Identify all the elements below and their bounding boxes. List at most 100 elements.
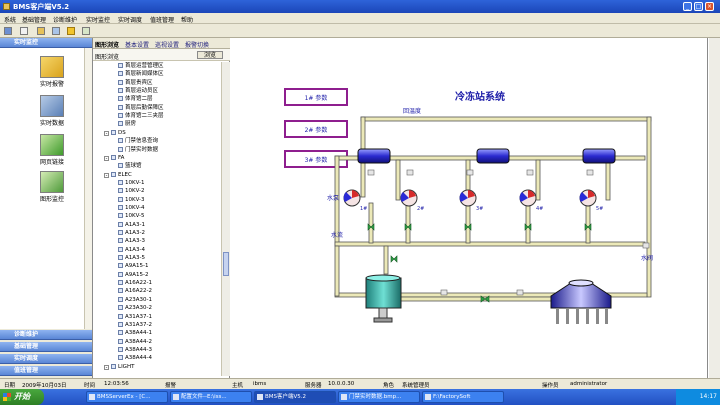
- menu-help[interactable]: 帮助: [181, 17, 194, 24]
- param-button-3[interactable]: 3# 参数: [284, 150, 348, 168]
- tree-scrollbar-thumb[interactable]: [223, 252, 229, 276]
- tree-item[interactable]: 厨房: [118, 120, 136, 128]
- pump-3[interactable]: 3#: [459, 189, 484, 212]
- tree-item[interactable]: A1A3-3: [118, 237, 145, 245]
- tree-item[interactable]: 首层运营管理区: [118, 62, 164, 70]
- tree-item[interactable]: A38A44-2: [118, 338, 152, 346]
- tree-item[interactable]: A9A15-1: [118, 262, 149, 270]
- tree-item[interactable]: 10KV-1: [118, 179, 145, 187]
- maximize-button[interactable]: □: [694, 2, 703, 11]
- tab-alarm-switch[interactable]: 报警切换: [185, 42, 210, 49]
- tree-item[interactable]: A31A37-1: [118, 313, 152, 321]
- pump-4[interactable]: 4#: [519, 189, 544, 212]
- nav-header-realtime-monitor[interactable]: 实时监控: [0, 38, 92, 48]
- print-icon[interactable]: [52, 27, 60, 35]
- nav-tool-realtime-alarm[interactable]: 实时报警: [30, 56, 74, 88]
- menu-system[interactable]: 系统: [4, 17, 17, 24]
- grid-icon[interactable]: [4, 27, 12, 35]
- valve-icon[interactable]: [367, 223, 375, 231]
- param-button-2[interactable]: 2# 参数: [284, 120, 348, 138]
- tree-item[interactable]: A1A3-4: [118, 246, 145, 254]
- tree-folder[interactable]: -LIGHT: [104, 363, 134, 371]
- nav-header-basic-management[interactable]: 基础管理: [0, 342, 92, 352]
- menu-realtime-monitor[interactable]: 实时监控: [86, 17, 111, 24]
- tree-item[interactable]: 首层运动员区: [118, 87, 158, 95]
- tree-item[interactable]: A23A30-1: [118, 296, 152, 304]
- nav-tool-realtime-data[interactable]: 实时数据: [30, 95, 74, 127]
- tree-item[interactable]: A38A44-3: [118, 346, 152, 354]
- nav-scrollbar[interactable]: [84, 48, 92, 329]
- tree-item[interactable]: 门禁信息查询: [118, 137, 158, 145]
- tree-toggle-icon[interactable]: -: [104, 155, 109, 162]
- taskbar-item-door-image[interactable]: 门禁实时数据.bmp...: [338, 391, 420, 403]
- tree-item[interactable]: 10KV-3: [118, 196, 145, 204]
- tab-patrol-settings[interactable]: 巡视设置: [155, 42, 180, 49]
- tree-item[interactable]: 首层后勤保障区: [118, 104, 164, 112]
- tree-folder[interactable]: -ELEC: [104, 171, 132, 179]
- pump-1[interactable]: 1#: [343, 189, 368, 212]
- tree-item[interactable]: 10KV-5: [118, 212, 145, 220]
- new-file-icon[interactable]: [20, 27, 28, 35]
- main-scrollbar[interactable]: [709, 38, 720, 378]
- nav-header-diagnosis[interactable]: 诊断维护: [0, 330, 92, 340]
- tree-folder[interactable]: -DS: [104, 129, 126, 137]
- tree-item[interactable]: 篮球馆: [118, 162, 142, 170]
- tree-item[interactable]: 体育馆二层: [118, 95, 153, 103]
- taskbar-item-factorysoft[interactable]: F:\FactorySoft: [422, 391, 504, 403]
- tree-item[interactable]: A23A30-2: [118, 304, 152, 312]
- tree-item[interactable]: 10KV-2: [118, 187, 145, 195]
- open-folder-icon[interactable]: [37, 27, 45, 35]
- tree-item[interactable]: A38A44-1: [118, 329, 152, 337]
- tree-item[interactable]: 首层新闻媒体区: [118, 70, 164, 78]
- minimize-button[interactable]: _: [683, 2, 692, 11]
- taskbar-item-bms-client[interactable]: BMS客户端V5.2: [254, 391, 336, 403]
- tree-item[interactable]: A1A3-5: [118, 254, 145, 262]
- tree-item[interactable]: A31A37-2: [118, 321, 152, 329]
- menu-diagnosis[interactable]: 诊断维护: [53, 17, 78, 24]
- tree-item[interactable]: 首层贵宾区: [118, 79, 153, 87]
- nav-tool-web-link[interactable]: 网页链接: [30, 134, 74, 166]
- start-button[interactable]: 开始: [0, 389, 44, 405]
- taskbar-item-bmsserver[interactable]: BMSServerEx - [C...: [86, 391, 168, 403]
- tree-toggle-icon[interactable]: -: [104, 364, 109, 371]
- valve-icon[interactable]: [464, 223, 472, 231]
- nav-header-duty-management[interactable]: 值班管理: [0, 366, 92, 376]
- tree-scrollbar[interactable]: [221, 62, 230, 376]
- water-tank[interactable]: [365, 274, 402, 323]
- taskbar-item-config-file[interactable]: 配置文件--E:\iss...: [170, 391, 252, 403]
- valve-icon[interactable]: [404, 223, 412, 231]
- browse-button[interactable]: 浏览: [197, 51, 223, 59]
- tree-item[interactable]: A16A22-1: [118, 279, 152, 287]
- tree-toggle-icon[interactable]: -: [104, 172, 109, 179]
- valve-icon[interactable]: [584, 223, 592, 231]
- valve-icon[interactable]: [390, 255, 398, 263]
- tree-item[interactable]: 体育馆二三夹层: [118, 112, 164, 120]
- tree-item[interactable]: A1A3-1: [118, 221, 145, 229]
- cooling-tower[interactable]: [550, 279, 612, 324]
- param-button-1[interactable]: 1# 参数: [284, 88, 348, 106]
- menu-basic-management[interactable]: 基础管理: [22, 17, 47, 24]
- tree-item[interactable]: A38A44-4: [118, 354, 152, 362]
- menu-duty-management[interactable]: 值班管理: [150, 17, 175, 24]
- chiller-unit-3[interactable]: [582, 148, 616, 164]
- menu-realtime-dispatch[interactable]: 实时调度: [118, 17, 143, 24]
- tab-basic-settings[interactable]: 基本设置: [125, 42, 150, 49]
- tree-item[interactable]: A1A3-2: [118, 229, 145, 237]
- tree-item[interactable]: A16A22-2: [118, 287, 152, 295]
- chiller-unit-1[interactable]: [357, 148, 391, 164]
- tree-toggle-icon[interactable]: -: [104, 130, 109, 137]
- pump-5[interactable]: 5#: [579, 189, 604, 212]
- tree-folder[interactable]: -FA: [104, 154, 124, 162]
- warning-icon[interactable]: [67, 27, 75, 35]
- tree-item[interactable]: 门禁实时数据: [118, 146, 158, 154]
- pump-2[interactable]: 2#: [400, 189, 425, 212]
- tree-item[interactable]: 10KV-4: [118, 204, 145, 212]
- valve-icon[interactable]: [524, 223, 532, 231]
- tree-item[interactable]: A9A15-2: [118, 271, 149, 279]
- chiller-unit-2[interactable]: [476, 148, 510, 164]
- nav-tool-graphic-monitor[interactable]: 图形监控: [30, 171, 74, 203]
- nav-header-realtime-dispatch[interactable]: 实时调度: [0, 354, 92, 364]
- close-button[interactable]: ×: [705, 2, 714, 11]
- info-icon[interactable]: [82, 27, 90, 35]
- valve-icon[interactable]: [480, 295, 490, 303]
